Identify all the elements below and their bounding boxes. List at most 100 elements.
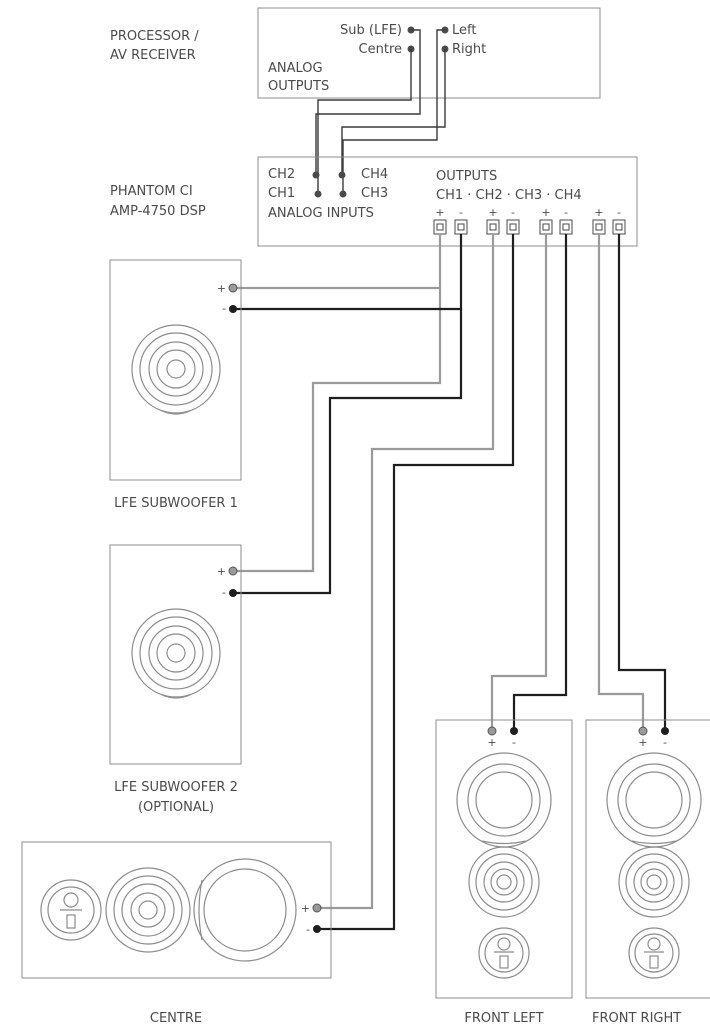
speaker-wires (233, 234, 667, 931)
amp-ch2-jack (312, 171, 320, 179)
subwoofer-1: + - (109, 259, 242, 481)
front-left-minus-terminal (510, 727, 518, 735)
processor-sub-label: Sub (LFE) (340, 23, 402, 38)
front-right-label: FRONT RIGHT (592, 1011, 681, 1026)
processor-left-label: Left (452, 23, 476, 38)
front-right-woofer (606, 752, 702, 848)
subwoofer-1-plus-terminal (228, 283, 238, 293)
front-left-plus-sign: + (487, 736, 496, 749)
centre-midrange (105, 867, 191, 953)
amp-ch2-plus-terminal (486, 219, 500, 235)
front-right-midrange (618, 846, 690, 918)
subwoofer-2-cabinet (109, 544, 242, 765)
amp-outputs-label: OUTPUTS (436, 169, 497, 184)
subwoofer-1-minus-terminal (229, 305, 237, 313)
subwoofer-2-minus-terminal (229, 589, 237, 597)
ch2-negative-wire-centre (317, 234, 515, 931)
amp-ch3-minus-sign: - (564, 206, 568, 219)
amp-ch1-label: CH1 (268, 186, 295, 201)
centre-label: CENTRE (150, 1011, 202, 1026)
subwoofer-1-plus-sign: + (217, 282, 226, 295)
amp-ch2-minus-terminal (506, 219, 520, 235)
subwoofer-1-minus-sign: - (222, 302, 226, 315)
amp-ch4-label: CH4 (361, 167, 388, 182)
amp-label-line1: PHANTOM CI (110, 184, 193, 199)
amp-ch3-jack (339, 190, 347, 198)
ch1-positive-wire-sub2 (233, 288, 442, 573)
front-right-cabinet (585, 719, 710, 999)
front-left-speaker: + - (435, 719, 573, 999)
front-left-plus-terminal (487, 726, 497, 736)
centre-minus-terminal (313, 925, 321, 933)
sub-cable (315, 29, 421, 173)
subwoofer-2-label-line2: (OPTIONAL) (138, 800, 214, 815)
front-left-midrange (468, 846, 540, 918)
centre-woofer (193, 858, 297, 962)
front-left-woofer (456, 752, 552, 848)
centre-minus-sign: - (306, 923, 310, 936)
ch4-negative-wire-front-right (617, 234, 667, 731)
front-right-plus-sign: + (638, 736, 647, 749)
subwoofer-1-cabinet (109, 259, 242, 481)
front-left-label: FRONT LEFT (464, 1011, 543, 1026)
front-left-tweeter (478, 927, 530, 979)
processor-centre-label: Centre (359, 42, 402, 57)
amp-ch4-jack (338, 171, 346, 179)
amp-ch3-minus-terminal (559, 219, 573, 235)
subwoofer-2-plus-sign: + (217, 565, 226, 578)
amp-ch4-minus-terminal (612, 219, 626, 235)
amp-ch3-label: CH3 (361, 186, 388, 201)
front-right-minus-sign: - (663, 736, 667, 749)
ch2-positive-wire-centre (317, 234, 495, 910)
amp-terminal-signs: + - + - + - + - (435, 206, 621, 219)
subwoofer-2-driver-outer (131, 608, 221, 698)
amp-ch3-plus-sign: + (541, 206, 550, 219)
amp-ch4-plus-sign: + (594, 206, 603, 219)
subwoofer-1-driver-outer (131, 324, 221, 414)
subwoofer-2-plus-terminal (228, 566, 238, 576)
amp-ch4-plus-terminal (592, 219, 606, 235)
processor-box (257, 7, 601, 99)
ch3-positive-wire-front-left (490, 234, 548, 731)
processor-label-line1: PROCESSOR / (110, 29, 199, 44)
input-cables (315, 29, 446, 193)
front-right-speaker: + - (585, 719, 710, 999)
front-right-plus-terminal (638, 726, 648, 736)
amp-ch1-plus-terminal (433, 219, 447, 235)
front-left-minus-sign: - (512, 736, 516, 749)
amp-label-line2: AMP-4750 DSP (110, 204, 206, 219)
amp-inputs-label: ANALOG INPUTS (268, 206, 374, 221)
centre-cable (317, 49, 412, 193)
amp-ch2-label: CH2 (268, 167, 295, 182)
amp-ch4-minus-sign: - (617, 206, 621, 219)
processor-outputs-line1: ANALOG (268, 61, 323, 76)
front-left-cabinet (435, 719, 573, 999)
amp-box (257, 156, 638, 247)
amp-ch1-minus-sign: - (459, 206, 463, 219)
amp-ch1-jack (314, 190, 322, 198)
subwoofer-1-label: LFE SUBWOOFER 1 (114, 496, 238, 511)
ch4-positive-wire-front-right (597, 234, 645, 731)
centre-cabinet (21, 841, 332, 979)
amp-ch2-plus-sign: + (488, 206, 497, 219)
centre-plus-terminal (312, 903, 322, 913)
left-cable (342, 29, 445, 193)
front-right-minus-terminal (661, 727, 669, 735)
processor-label-line2: AV RECEIVER (110, 48, 196, 63)
amp-ch2-minus-sign: - (511, 206, 515, 219)
front-right-tweeter (628, 927, 680, 979)
ch1-positive-wire-sub1 (233, 234, 442, 290)
processor-right-label: Right (452, 42, 486, 57)
centre-plus-sign: + (301, 902, 310, 915)
processor-outputs-line2: OUTPUTS (268, 79, 329, 94)
centre-speaker: + - (21, 841, 332, 979)
subwoofer-2-label-line1: LFE SUBWOOFER 2 (114, 780, 238, 795)
ch1-negative-wire-sub1 (233, 234, 463, 311)
subwoofer-2-minus-sign: - (222, 586, 226, 599)
ch1-negative-wire-sub2 (233, 309, 463, 595)
subwoofer-2: + - (109, 544, 242, 765)
amp-ch1-minus-terminal (454, 219, 468, 235)
amp-ch1-plus-sign: + (435, 206, 444, 219)
amp-outputs-channels: CH1 · CH2 · CH3 · CH4 (436, 188, 582, 203)
